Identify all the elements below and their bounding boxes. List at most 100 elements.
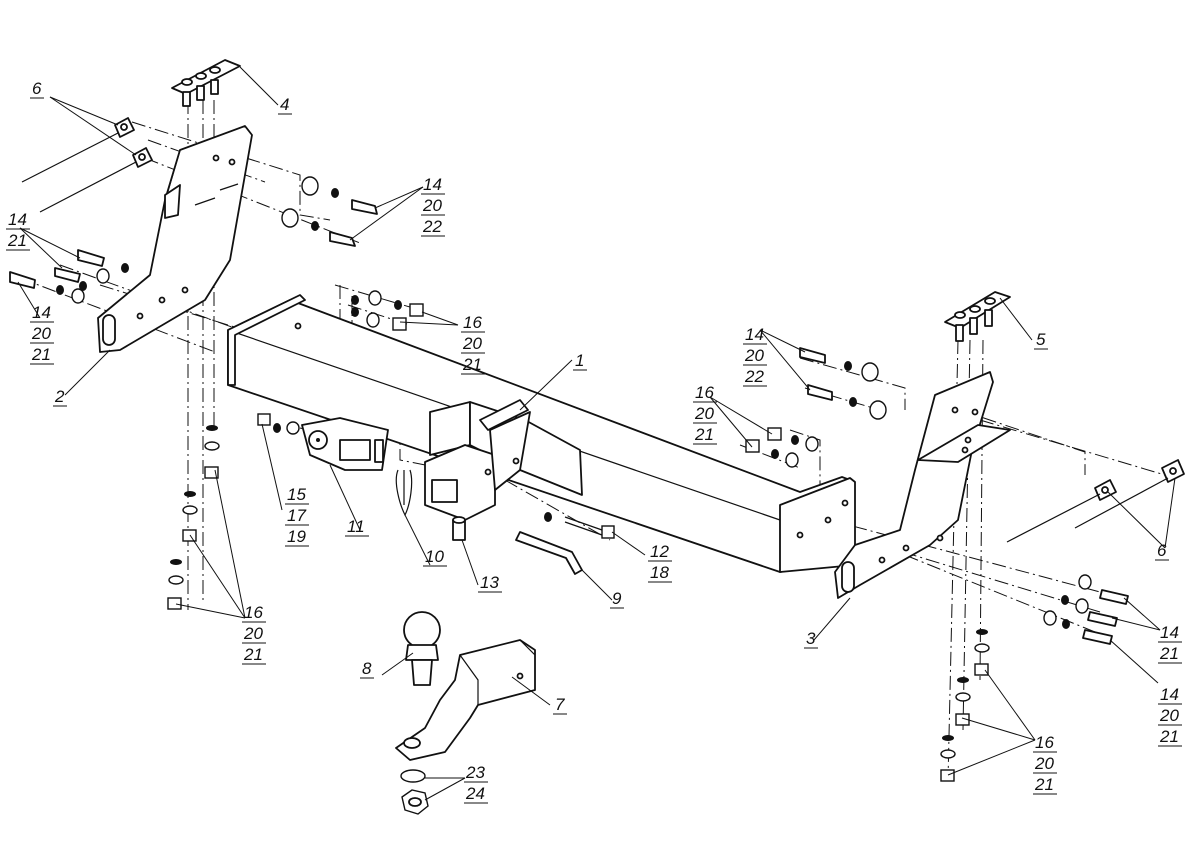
right-side-bracket (834, 371, 1011, 599)
callout-number: 4 (280, 95, 289, 114)
left-spacer-plates (21, 117, 153, 213)
callout-number: 10 (425, 547, 444, 566)
callout-c3: 3 (804, 629, 818, 649)
callout-number: 14 (8, 210, 27, 229)
callout-number: 3 (806, 629, 816, 648)
ball-mount (395, 639, 536, 761)
callout-number: 12 (650, 542, 669, 561)
callout-number: 8 (362, 659, 372, 678)
right-vertical-fasteners (940, 629, 990, 782)
callout-number: 21 (1159, 644, 1179, 663)
callout-number: 14 (745, 325, 764, 344)
callout-number: 13 (480, 573, 499, 592)
callout-number: 1 (575, 351, 584, 370)
right-lower-bolts (1043, 574, 1129, 645)
hitch-receiver (424, 399, 583, 521)
callout-number: 18 (650, 563, 669, 582)
callout-c13: 13 (478, 573, 502, 593)
callout-number: 14 (32, 303, 51, 322)
callout-number: 22 (422, 217, 442, 236)
right-crossbar-nuts (745, 427, 819, 468)
callout-number: 2 (54, 387, 65, 406)
callout-number: 20 (31, 324, 51, 343)
callout-c9: 9 (610, 589, 624, 609)
callout-c14a: 14 20 22 (421, 175, 445, 237)
callout-number: 21 (462, 355, 482, 374)
callout-c14c: 14 20 21 (30, 303, 54, 365)
callout-number: 20 (1034, 754, 1054, 773)
leader-lines (17, 66, 1176, 801)
callout-c6a: 6 (30, 79, 44, 99)
spring-clip (395, 469, 413, 517)
left-upper-bolts (281, 176, 378, 247)
callout-number: 5 (1036, 330, 1046, 349)
electrical-socket-bracket (257, 413, 389, 471)
callout-number: 14 (423, 175, 442, 194)
callout-number: 9 (612, 589, 622, 608)
callout-c10: 10 (423, 547, 447, 567)
callout-number: 22 (744, 367, 764, 386)
callout-number: 20 (1159, 706, 1179, 725)
right-upper-bolts (799, 347, 887, 420)
callout-number: 21 (694, 425, 714, 444)
callout-number: 24 (465, 784, 485, 803)
callout-number: 21 (1034, 775, 1054, 794)
callout-number: 16 (244, 603, 263, 622)
callout-number: 6 (1157, 541, 1167, 560)
top-crossbar-nuts (351, 290, 424, 331)
left-vertical-fasteners (167, 425, 220, 610)
callout-labels: 1234566789101112181315171914202214211420… (6, 79, 1182, 804)
callout-number: 15 (287, 485, 306, 504)
callout-c15: 15 17 19 (285, 485, 309, 547)
callout-c16c: 16 20 21 (242, 603, 266, 665)
callout-number: 21 (243, 645, 263, 664)
callout-c1: 1 (573, 351, 587, 371)
callout-c2: 2 (53, 387, 67, 407)
callout-number: 21 (1159, 727, 1179, 746)
callout-number: 20 (462, 334, 482, 353)
right-top-plate (944, 291, 1011, 342)
callout-number: 16 (695, 383, 714, 402)
left-lower-bolts (9, 249, 129, 304)
pin-with-washer (544, 512, 615, 539)
callout-number: 16 (463, 313, 482, 332)
hitch-pin (515, 531, 583, 575)
callout-number: 17 (287, 506, 306, 525)
callout-c11: 11 (345, 517, 369, 537)
callout-number: 20 (422, 196, 442, 215)
callout-c16b: 16 20 21 (693, 383, 717, 445)
tow-ball (403, 611, 441, 686)
callout-c7: 7 (553, 695, 567, 715)
callout-number: 20 (694, 404, 714, 423)
callout-number: 6 (32, 79, 42, 98)
callout-number: 7 (555, 695, 565, 714)
callout-c16d: 16 20 21 (1033, 733, 1057, 795)
callout-c6b: 6 (1155, 541, 1169, 561)
ball-washer-and-nut (400, 769, 429, 815)
callout-number: 19 (287, 527, 306, 546)
callout-number: 14 (1160, 685, 1179, 704)
callout-number: 21 (31, 345, 51, 364)
callout-c5: 5 (1034, 330, 1048, 350)
left-side-bracket (97, 125, 253, 353)
callout-number: 14 (1160, 623, 1179, 642)
right-spacer-plates (1006, 459, 1185, 543)
callout-number: 23 (465, 763, 485, 782)
left-top-plate (171, 59, 241, 107)
callout-c4: 4 (278, 95, 292, 115)
callout-number: 21 (7, 231, 27, 250)
callout-c14d: 14 20 22 (743, 325, 767, 387)
callout-number: 20 (243, 624, 263, 643)
callout-number: 20 (744, 346, 764, 365)
small-bolt (452, 516, 466, 541)
callout-c16a: 16 20 21 (461, 313, 485, 375)
callout-c8: 8 (360, 659, 374, 679)
callout-number: 11 (347, 517, 365, 536)
callout-c14f: 14 20 21 (1158, 685, 1182, 747)
callout-number: 16 (1035, 733, 1054, 752)
